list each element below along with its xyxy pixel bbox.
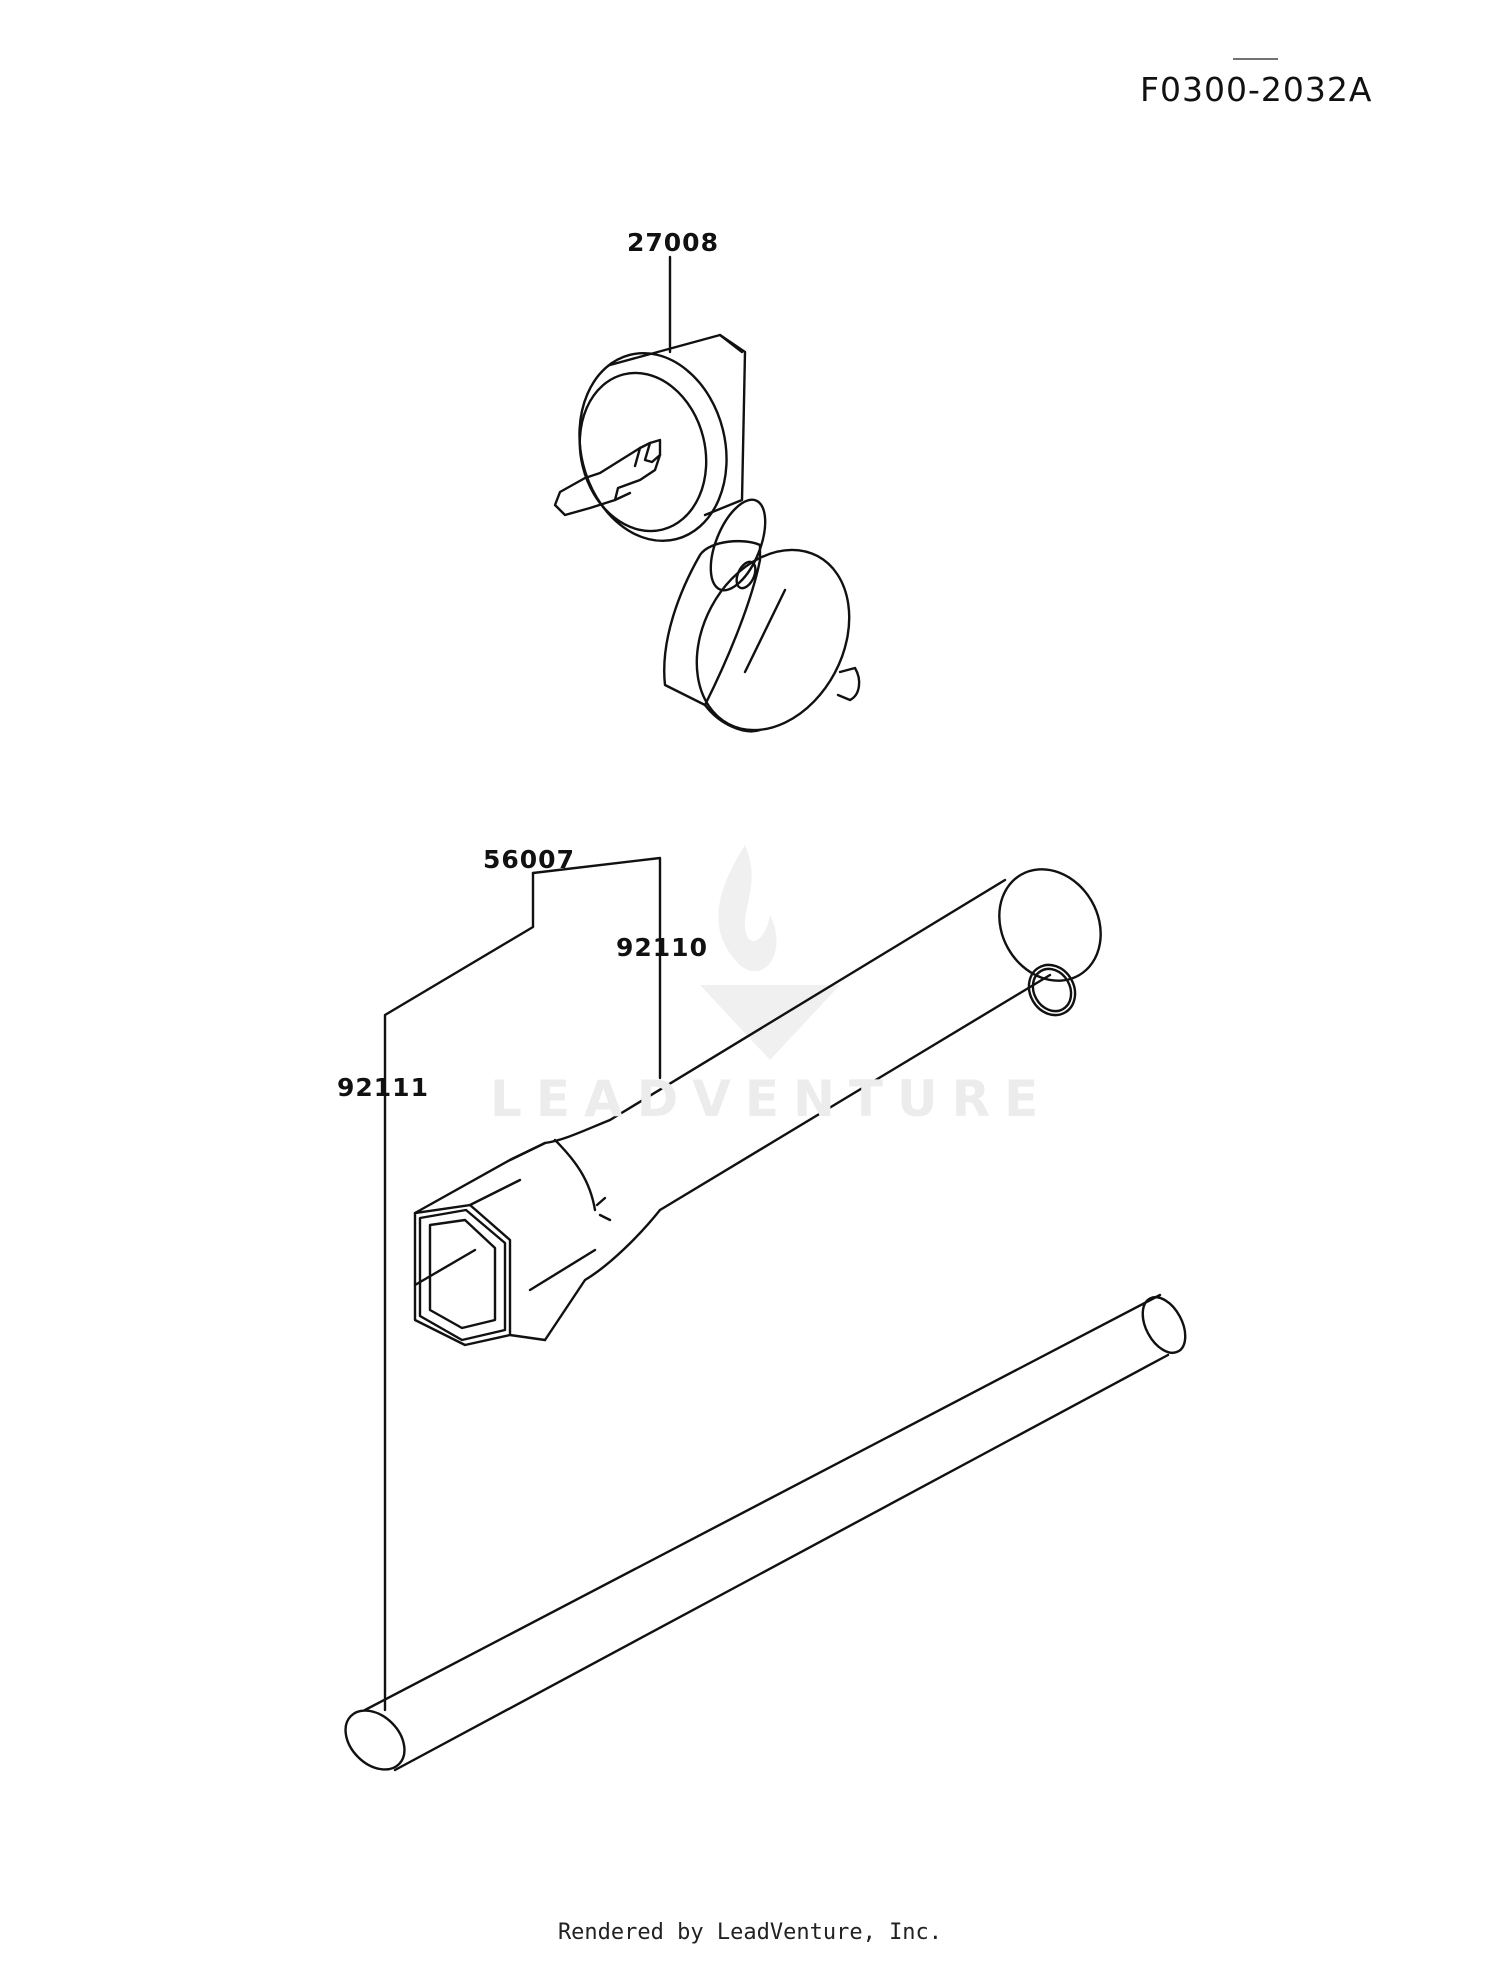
watermark-text: LEADVENTURE [490,1070,1053,1128]
watermark-logo [700,845,840,1060]
leader-56007 [383,871,535,1712]
callout-label-92111: 92111 [337,1073,429,1102]
leader-92110 [531,856,662,1080]
footer-credit: Rendered by LeadVenture, Inc. [557,1920,943,1945]
box-wrench [413,868,1102,1347]
document-id: F0300-2032A [1140,70,1373,109]
callout-label-92110: 92110 [616,933,708,962]
key-fob [663,539,861,733]
callout-label-27008: 27008 [627,228,719,257]
tommy-bar [344,1293,1187,1772]
key-ring-body [578,333,747,543]
callout-label-56007: 56007 [483,845,575,874]
key-blade [553,438,662,517]
key-link-ring [709,498,767,592]
